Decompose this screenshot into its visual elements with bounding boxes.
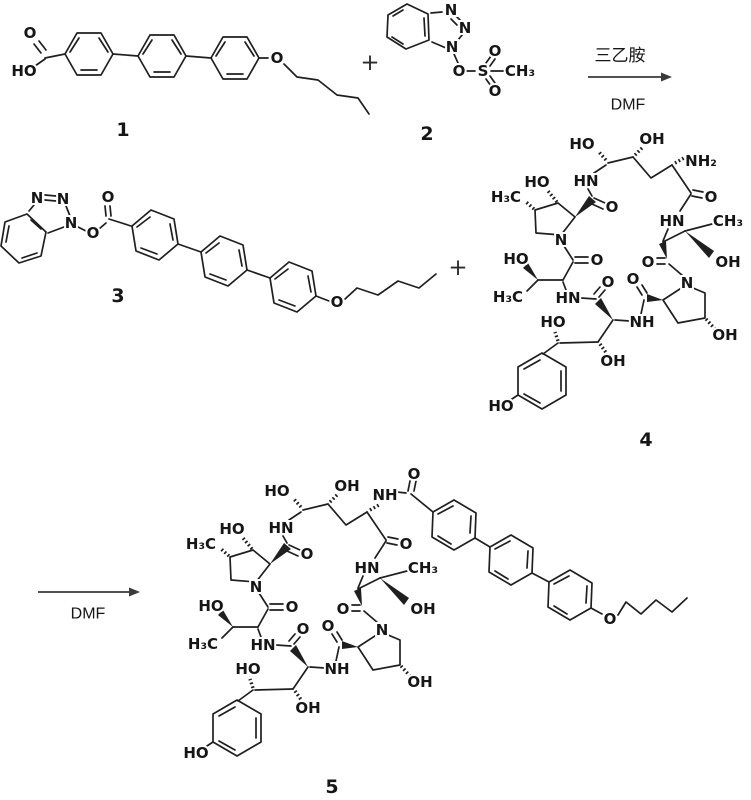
atom-label: O — [408, 465, 421, 483]
compound-4-number: 4 — [639, 429, 652, 451]
compound-1-bonds — [33, 32, 370, 115]
atom-label: N — [31, 189, 44, 207]
atom-label: O — [24, 24, 37, 42]
atom-label: O — [489, 42, 502, 60]
compound-1: O HO O 1 — [9, 22, 370, 141]
compound-4-labels: NH₂ — [683, 150, 719, 172]
compound-5-labels: NH O O — [370, 463, 618, 630]
atom-label: N — [446, 38, 459, 56]
compound-5-number: 5 — [325, 776, 338, 798]
atom-label: N — [459, 19, 472, 37]
step1-reagent-below: DMF — [611, 97, 646, 114]
plus-sign-1: + — [360, 50, 379, 76]
plus-sign-2: + — [448, 255, 467, 281]
atom-label: NH₂ — [685, 152, 717, 170]
step2-arrow: DMF — [38, 587, 140, 623]
step2-reagent-below: DMF — [71, 606, 106, 623]
compound-2-number: 2 — [420, 123, 433, 145]
atom-label: O — [331, 293, 344, 311]
atom-label: N — [65, 214, 78, 232]
atom-label: N — [57, 190, 70, 208]
step1-arrow: 三乙胺 DMF — [588, 46, 672, 114]
compound-3-number: 3 — [111, 285, 124, 307]
compound-2-bonds — [386, 3, 506, 87]
step1-reagent-above: 三乙胺 — [595, 46, 646, 66]
atom-label: O — [489, 82, 502, 100]
atom-label: CH₃ — [505, 62, 535, 80]
compound-4: NH₂ 4 — [486, 128, 746, 451]
compound-5: NH O O 5 — [181, 463, 688, 798]
atom-label: NH — [372, 486, 397, 504]
atom-label: N — [445, 1, 458, 19]
atom-label: O — [87, 224, 100, 242]
atom-label: O — [102, 188, 115, 206]
compound-5-core — [181, 475, 441, 764]
atom-label: HO — [11, 62, 36, 80]
atom-label: S — [478, 62, 489, 80]
compound-5-sidechain-bonds — [396, 480, 688, 621]
compound-1-labels: O HO O — [9, 22, 285, 82]
compound-3-bonds — [0, 194, 437, 313]
compound-1-number: 1 — [116, 119, 129, 141]
atom-label: O — [604, 610, 617, 628]
atom-label: O — [271, 49, 284, 67]
atom-label: O — [453, 62, 466, 80]
